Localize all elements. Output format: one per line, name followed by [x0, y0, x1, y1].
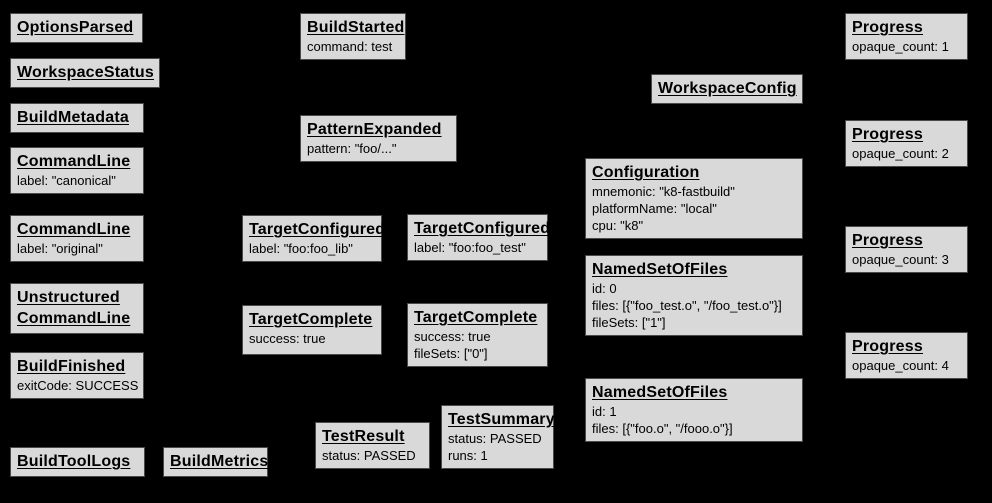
event-box-pattern-expanded: PatternExpanded pattern: "foo/..."	[300, 115, 457, 162]
event-box-named-set-of-files-1: NamedSetOfFiles id: 1 files: [{"foo.o", …	[585, 378, 803, 442]
event-attribute: label: "canonical"	[17, 173, 116, 188]
event-attribute: fileSets: ["0"]	[414, 346, 488, 361]
event-title: NamedSetOfFiles	[592, 384, 728, 401]
event-box-build-started: BuildStarted command: test	[300, 13, 406, 60]
event-attribute: mnemonic: "k8-fastbuild"	[592, 184, 735, 199]
event-attribute: status: PASSED	[322, 448, 416, 463]
event-title: TargetComplete	[414, 309, 538, 326]
event-attribute: label: "original"	[17, 241, 103, 256]
event-title: TestSummary	[448, 411, 555, 428]
event-box-command-line-original: CommandLine label: "original"	[10, 215, 144, 262]
event-title: CommandLine	[17, 221, 131, 238]
event-box-progress-3: Progress opaque_count: 3	[845, 226, 968, 273]
event-attribute: runs: 1	[448, 448, 488, 463]
event-box-configuration: Configuration mnemonic: "k8-fastbuild" p…	[585, 158, 803, 239]
event-box-target-complete-foo-lib: TargetComplete success: true	[242, 305, 382, 355]
event-box-command-line-canonical: CommandLine label: "canonical"	[10, 147, 144, 194]
event-box-build-finished: BuildFinished exitCode: SUCCESS	[10, 352, 144, 399]
event-attribute: platformName: "local"	[592, 201, 717, 216]
event-title: BuildToolLogs	[17, 453, 131, 470]
event-title: BuildMetrics	[170, 453, 269, 470]
event-attribute: success: true	[414, 329, 491, 344]
event-attribute: opaque_count: 2	[852, 146, 949, 161]
event-box-workspace-status: WorkspaceStatus	[10, 58, 160, 88]
event-title: PatternExpanded	[307, 121, 442, 138]
event-title: TargetConfigured	[414, 220, 551, 237]
event-title: Progress	[852, 19, 923, 36]
event-attribute: label: "foo:foo_lib"	[249, 241, 353, 256]
event-title: Progress	[852, 126, 923, 143]
event-attribute: opaque_count: 1	[852, 39, 949, 54]
event-title: CommandLine	[17, 153, 131, 170]
event-box-build-metrics: BuildMetrics	[163, 447, 268, 477]
event-box-build-metadata: BuildMetadata	[10, 103, 144, 133]
event-attribute: status: PASSED	[448, 431, 542, 446]
event-box-target-configured-foo-lib: TargetConfigured label: "foo:foo_lib"	[242, 215, 386, 262]
event-box-test-summary: TestSummary status: PASSED runs: 1	[441, 405, 555, 469]
event-box-progress-2: Progress opaque_count: 2	[845, 120, 968, 167]
event-title: Configuration	[592, 164, 700, 181]
event-box-test-result: TestResult status: PASSED	[315, 422, 430, 469]
event-box-workspace-config: WorkspaceConfig	[651, 74, 803, 104]
event-title: BuildMetadata	[17, 109, 129, 126]
event-attribute: command: test	[307, 39, 393, 54]
event-box-target-complete-foo-test: TargetComplete success: true fileSets: […	[407, 303, 548, 367]
event-attribute: files: [{"foo_test.o", "/foo_test.o"}]	[592, 298, 782, 313]
event-attribute: cpu: "k8"	[592, 218, 644, 233]
event-attribute: id: 1	[592, 404, 617, 419]
event-attribute: exitCode: SUCCESS	[17, 378, 139, 393]
event-box-progress-1: Progress opaque_count: 1	[845, 13, 968, 60]
event-title: OptionsParsed	[17, 19, 134, 36]
event-box-named-set-of-files-0: NamedSetOfFiles id: 0 files: [{"foo_test…	[585, 255, 803, 336]
event-title: BuildStarted	[307, 19, 405, 36]
event-attribute: opaque_count: 4	[852, 358, 949, 373]
event-box-target-configured-foo-test: TargetConfigured label: "foo:foo_test"	[407, 214, 551, 261]
event-title: Progress	[852, 232, 923, 249]
event-attribute: files: [{"foo.o", "/fooo.o"}]	[592, 421, 733, 436]
event-box-progress-4: Progress opaque_count: 4	[845, 332, 968, 379]
event-attribute: pattern: "foo/..."	[307, 141, 397, 156]
event-attribute: success: true	[249, 331, 326, 346]
event-title: Progress	[852, 338, 923, 355]
event-attribute: label: "foo:foo_test"	[414, 240, 526, 255]
event-box-options-parsed: OptionsParsed	[10, 13, 143, 43]
event-title: TargetComplete	[249, 311, 373, 328]
event-title: WorkspaceConfig	[658, 80, 797, 97]
event-attribute: id: 0	[592, 281, 617, 296]
event-box-build-tool-logs: BuildToolLogs	[10, 447, 145, 477]
event-title: WorkspaceStatus	[17, 64, 154, 81]
event-title: TestResult	[322, 428, 405, 445]
event-attribute: fileSets: ["1"]	[592, 315, 666, 330]
event-title: NamedSetOfFiles	[592, 261, 728, 278]
event-title: TargetConfigured	[249, 221, 386, 238]
event-attribute: opaque_count: 3	[852, 252, 949, 267]
event-title: BuildFinished	[17, 358, 126, 375]
